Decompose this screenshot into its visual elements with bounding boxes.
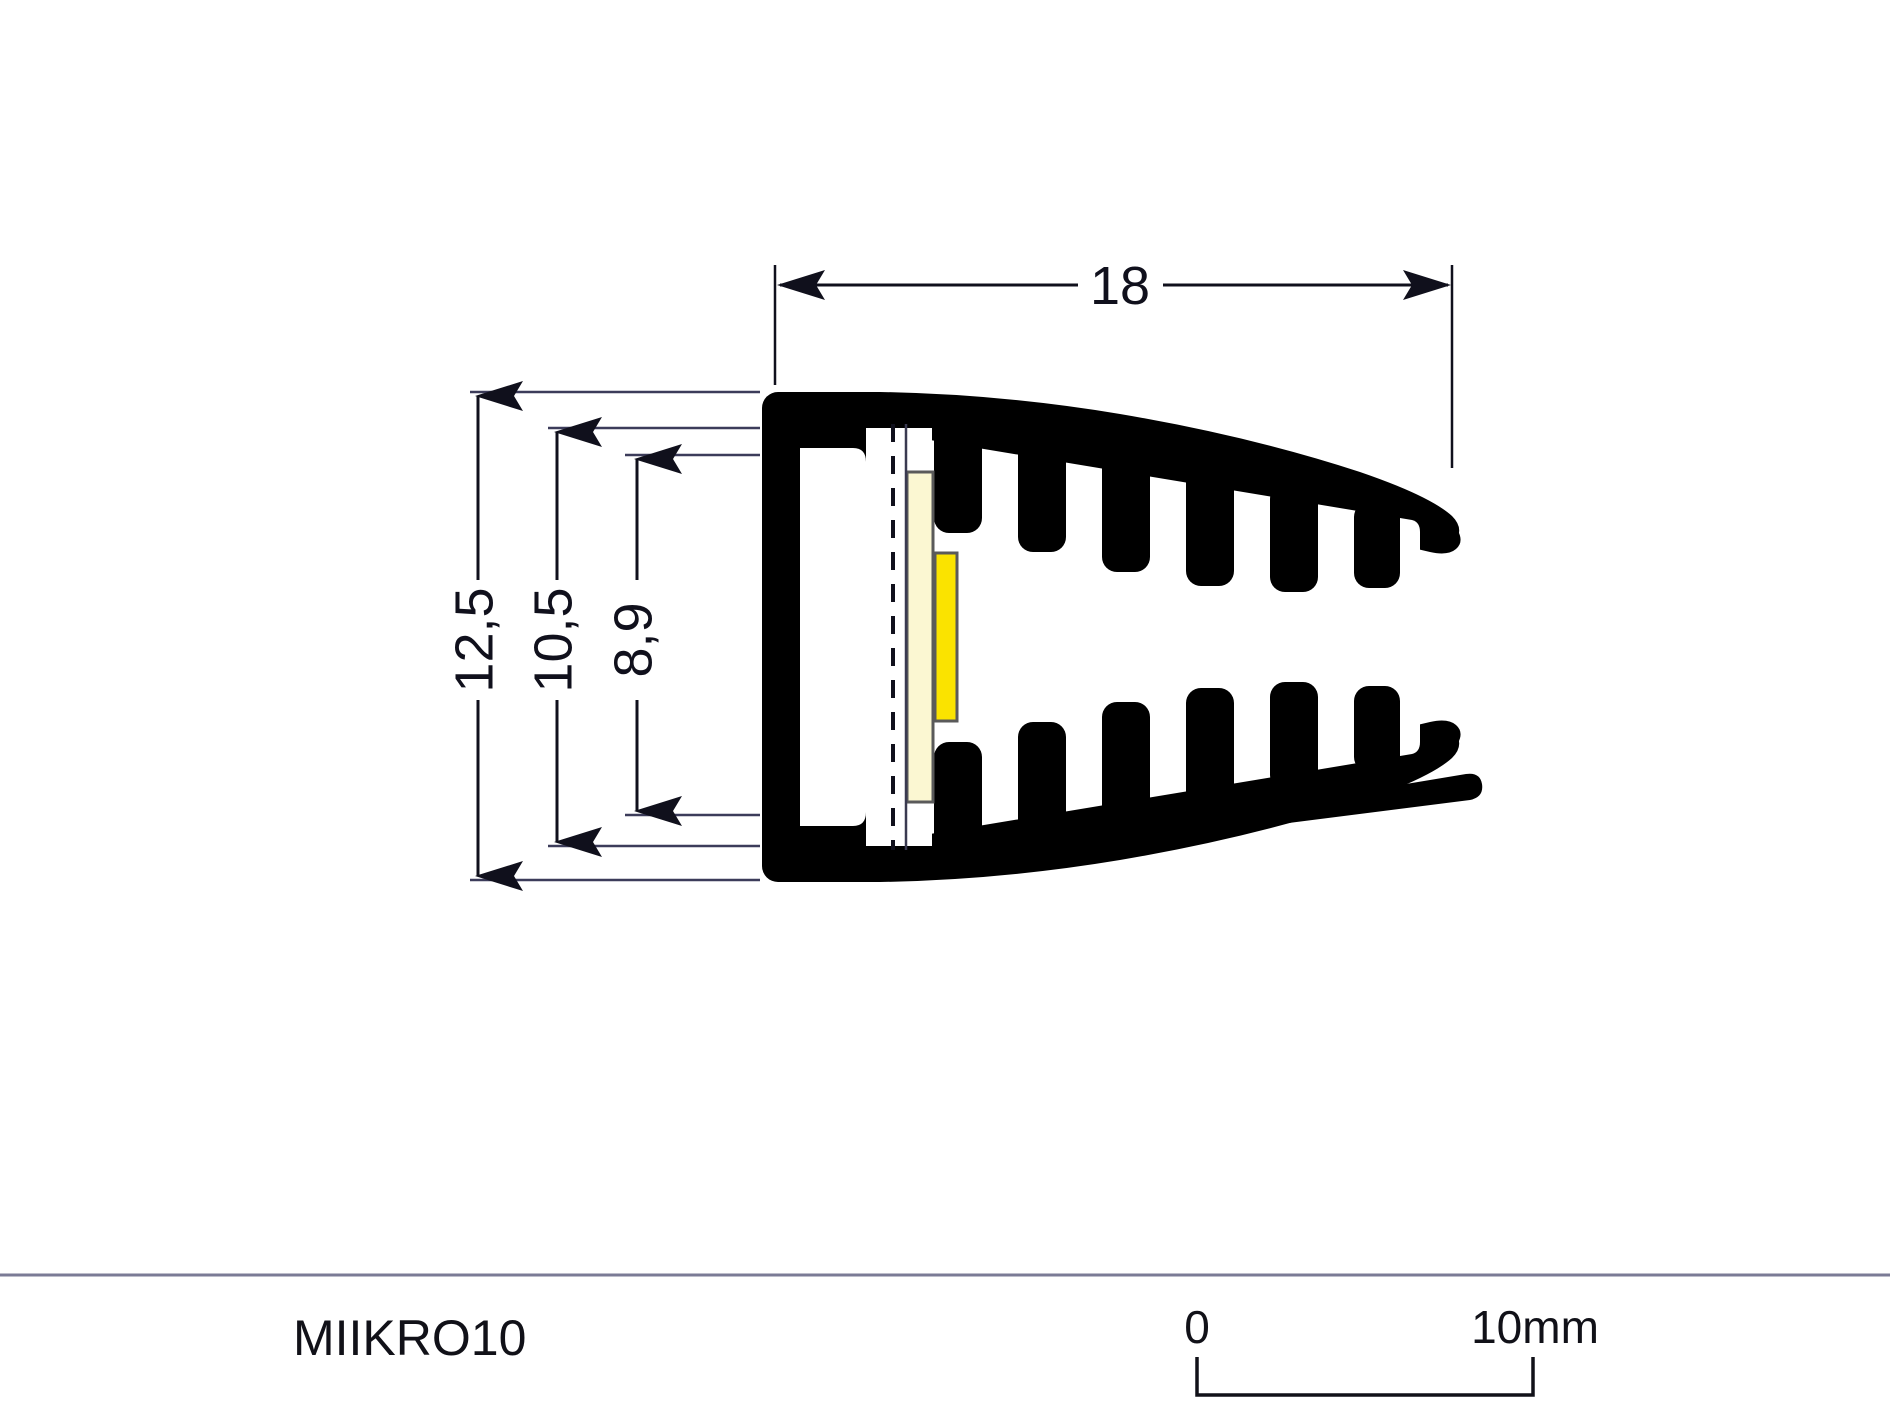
- extrusion-profile: [762, 392, 1483, 882]
- upper-fin-teeth: [934, 425, 1400, 592]
- led-pcb-strip: [905, 470, 935, 804]
- dimension-height-10-5: 10,5: [523, 417, 760, 857]
- dimension-height-12-5: 12,5: [444, 381, 760, 891]
- lower-fin-teeth: [934, 682, 1400, 850]
- inner-recess: [800, 448, 866, 826]
- scale-start-label: 0: [1184, 1301, 1210, 1353]
- led-emitter: [933, 551, 959, 723]
- dim-label-12-5: 12,5: [444, 587, 504, 692]
- dim-label-18: 18: [1090, 256, 1150, 316]
- dimension-height-8-9: 8,9: [603, 444, 760, 826]
- scale-bar: 0 10mm: [1184, 1301, 1599, 1397]
- scale-bar-bracket: [1195, 1357, 1535, 1397]
- dimension-width-18: 18: [773, 256, 1454, 468]
- dim-label-10-5: 10,5: [523, 587, 583, 692]
- scale-end-label: 10mm: [1471, 1301, 1599, 1353]
- dim-label-8-9: 8,9: [603, 602, 663, 677]
- product-title: MIIKRO10: [293, 1310, 526, 1366]
- pcb-slot-left: [866, 428, 882, 846]
